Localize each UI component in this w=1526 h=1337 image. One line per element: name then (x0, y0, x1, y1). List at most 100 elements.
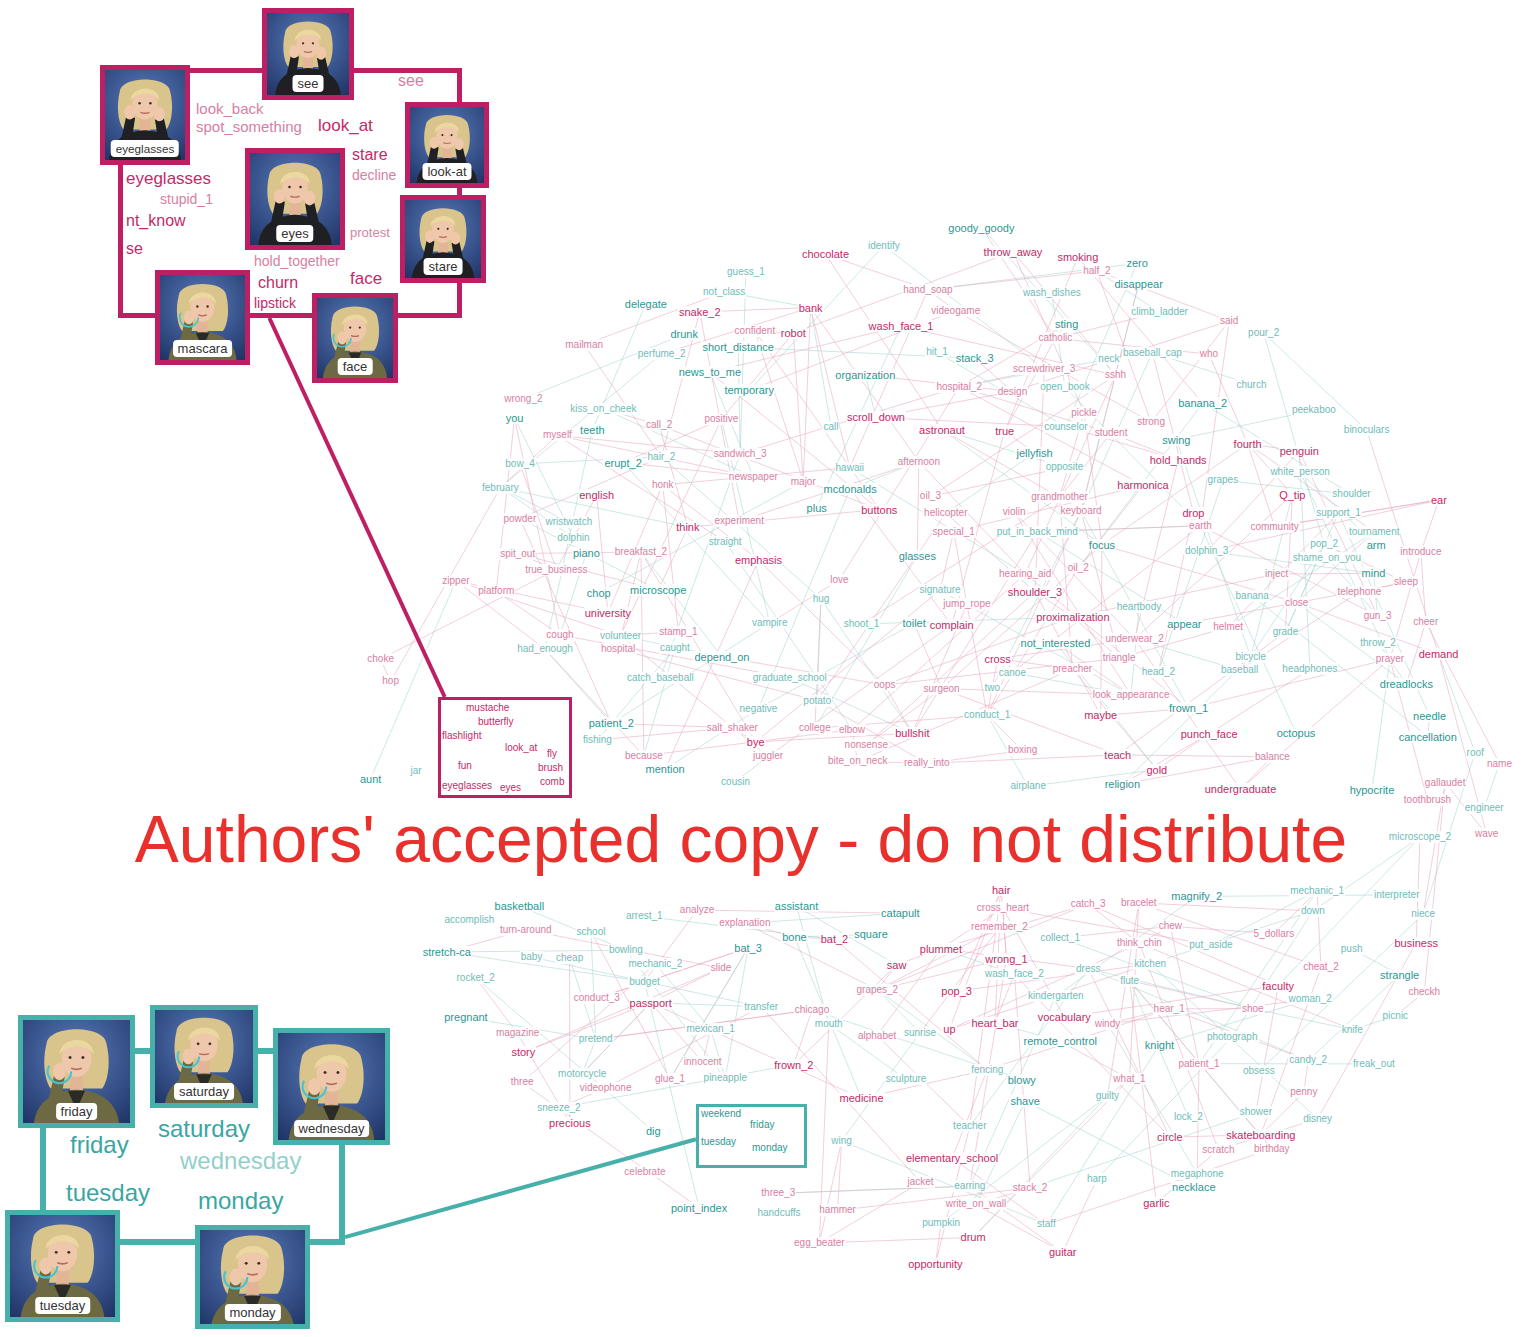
sign-label: straight (708, 536, 743, 548)
graph-edge (821, 599, 912, 733)
sign-label: microscope (629, 584, 687, 596)
sign-label: call (822, 421, 839, 433)
signer-figure (105, 70, 185, 160)
sign-label: catapult (880, 907, 921, 919)
sign-label: square (853, 928, 889, 940)
sign-label: true_business (524, 564, 588, 576)
sign-label: drunk (669, 328, 699, 340)
sign-label: major (790, 476, 817, 488)
graph-edge (749, 311, 956, 391)
signer-figure (10, 1215, 115, 1317)
graph-edge (523, 334, 684, 398)
graph-edge (661, 457, 821, 599)
graph-edge (825, 254, 942, 429)
sign-label: bone (781, 931, 807, 943)
signer-figure (410, 107, 484, 183)
sign-label: ear (1430, 494, 1448, 506)
sign-label: elbow (838, 724, 866, 736)
sign-label: wing (830, 1135, 853, 1147)
sign-label: shoulder (1331, 488, 1371, 500)
graph-edge (778, 1186, 970, 1193)
sign-label: bullshit (894, 727, 930, 739)
sign-word: spot_something (196, 119, 302, 136)
sign-label: confident (734, 325, 777, 337)
sign-label: erupt_2 (603, 457, 642, 469)
sign-label: wash_face_2 (984, 968, 1045, 980)
sign-label: arrest_1 (625, 910, 664, 922)
graph-edge (1184, 582, 1406, 623)
sign-label: think_chin (1116, 937, 1163, 949)
sign-label: breakfast_2 (614, 546, 668, 558)
sign-label: banana_2 (1177, 397, 1228, 409)
sign-label: introduce (1399, 546, 1442, 558)
watermark: Authors' accepted copy - do not distribu… (135, 802, 1347, 878)
sign-label: snake_2 (678, 306, 722, 318)
sign-label: garlic (1142, 1197, 1170, 1209)
sign-label: mcdonalds (823, 483, 878, 495)
sign-thumbnail: look-at (405, 102, 489, 188)
sign-name-tag: monday (224, 1304, 280, 1321)
sign-label: negative (739, 703, 779, 715)
sign-label: juggler (752, 750, 784, 762)
sign-name-tag: friday (56, 1103, 98, 1120)
sign-label: kindergarten (1027, 990, 1085, 1002)
sign-label: disappear (1114, 278, 1164, 290)
sign-label: gun_3 (1363, 610, 1393, 622)
graph-edge (884, 246, 1044, 369)
sign-label: hear_1 (1153, 1003, 1186, 1015)
sign-label: oil_3 (919, 490, 942, 502)
graph-edge (1088, 904, 1278, 985)
graph-edge (1088, 969, 1170, 1138)
graph-edge (1056, 896, 1197, 996)
sign-label: photograph (1206, 1031, 1259, 1043)
sign-label: cross_heart (976, 902, 1030, 914)
sign-label: frown_2 (773, 1059, 814, 1071)
sign-label: innocent (683, 1056, 723, 1068)
sign-label: graduate_school (752, 672, 828, 684)
sign-label: hearing_aid (998, 568, 1052, 580)
sign-label: helmet (1212, 621, 1244, 633)
sign-thumbnail: mascara (155, 270, 250, 365)
sign-label: stack_3 (955, 352, 995, 364)
sign-thumbnail: stare (400, 195, 486, 283)
sign-label: mechanic_2 (627, 958, 683, 970)
sign-label: throw_2 (1359, 637, 1397, 649)
sign-label: complain (929, 619, 975, 631)
graph-edge (1097, 1037, 1232, 1179)
sign-label: you (505, 412, 525, 424)
graph-edge (1201, 526, 1378, 616)
sign-name-tag: mascara (173, 340, 233, 357)
graph-edge (665, 709, 758, 770)
sign-label: fourth (1233, 438, 1263, 450)
sign-label: plummet (919, 943, 963, 955)
graph-edge (500, 354, 661, 488)
graph-edge (1078, 257, 1203, 403)
sign-label: three_3 (760, 1187, 796, 1199)
graph-edge (1131, 607, 1139, 695)
sign-label: call_2 (645, 419, 673, 431)
signer-figure (405, 200, 481, 278)
sign-word: fly (547, 748, 557, 759)
sign-word: see (398, 72, 424, 90)
sign-label: heart_bar (970, 1017, 1019, 1029)
sign-label: scroll_down (846, 411, 906, 423)
zoom-callout: fridaysaturdaywednesdaytuesdaymondayfrid… (40, 1048, 345, 1245)
graph-edge (1102, 545, 1297, 603)
sign-label: motorcycle (557, 1068, 607, 1080)
sign-label: headphones (1281, 663, 1338, 675)
sign-label: focus (1088, 539, 1116, 551)
sign-label: business (1394, 937, 1439, 949)
graph-edge (1035, 369, 1044, 592)
sign-label: wash_dishes (1022, 287, 1082, 299)
graph-edge (1209, 669, 1310, 734)
sign-label: glasses (898, 550, 937, 562)
sign-label: put_in_back_mind (996, 526, 1079, 538)
sign-label: bat_2 (820, 933, 850, 945)
sign-label: school (576, 926, 607, 938)
sign-word: look_at (318, 117, 373, 136)
sign-label: undergraduate (1204, 783, 1278, 795)
sign-label: birthday (1253, 1143, 1291, 1155)
graph-edge (1135, 639, 1241, 789)
sign-label: really_into (903, 757, 951, 769)
graph-edge (949, 964, 1150, 1030)
